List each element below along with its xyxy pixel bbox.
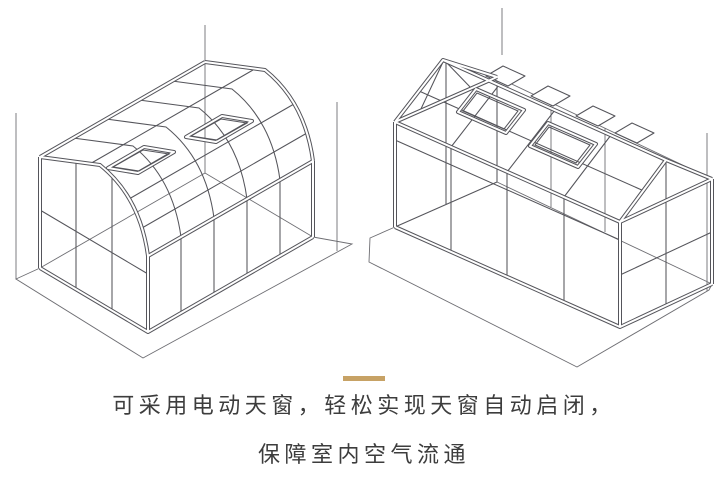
skylight-frames	[111, 118, 249, 172]
left-sunroom-drawing	[15, 25, 354, 359]
right-sunroom-drawing	[368, 8, 714, 368]
skylight-frames	[462, 92, 591, 164]
caption: 可采用电动天窗，轻松实现天窗自动启闭， 保障室内空气流通	[0, 392, 728, 469]
caption-line-2: 保障室内空气流通	[257, 442, 470, 467]
ground-and-wall-lines	[15, 25, 354, 359]
accent-divider	[343, 376, 385, 381]
glazing-bars	[39, 69, 308, 313]
sunrooms-illustration	[15, 8, 714, 368]
ridge-vents	[485, 65, 655, 144]
caption-line-1: 可采用电动天窗，轻松实现天窗自动启闭，	[112, 393, 616, 418]
